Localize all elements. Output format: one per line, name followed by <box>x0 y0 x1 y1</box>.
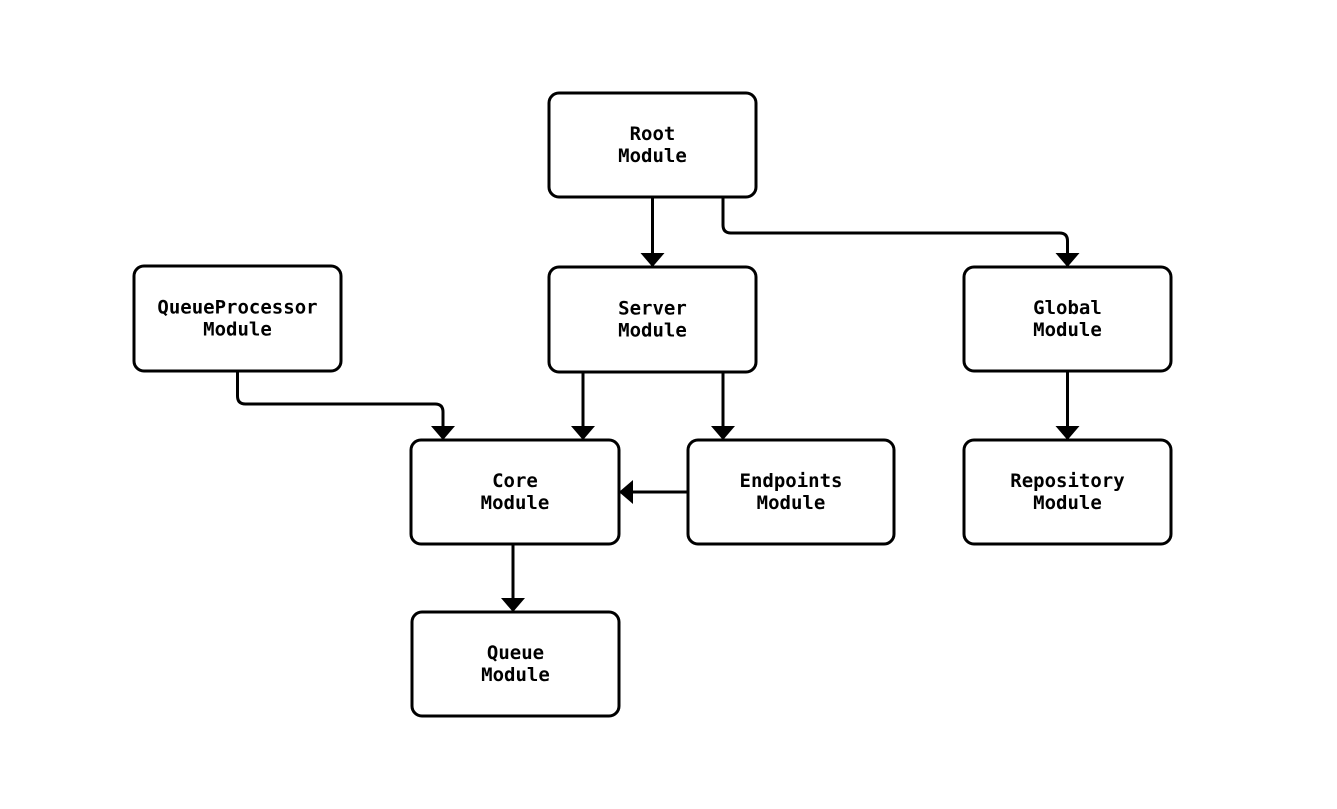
node-box <box>962 265 1173 373</box>
node-box <box>547 265 758 374</box>
node-box <box>132 264 343 373</box>
node-box <box>410 610 621 718</box>
node-box <box>962 438 1173 546</box>
node-box <box>686 438 896 546</box>
edge-queueprocessor-to-core <box>236 371 455 440</box>
edges-layer <box>236 197 1080 612</box>
node-box <box>409 438 621 546</box>
edge-root-to-global <box>721 197 1080 267</box>
node-box <box>547 91 758 199</box>
